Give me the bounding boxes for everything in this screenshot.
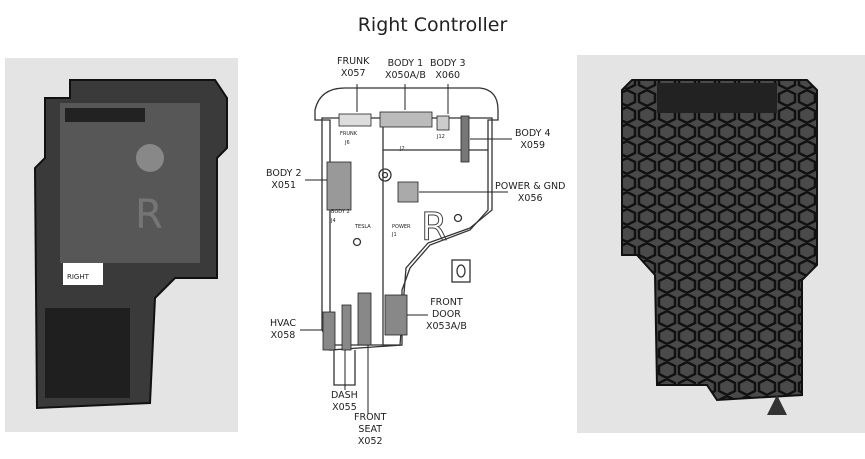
label-name: BODY 2 <box>266 168 302 179</box>
board-j2: J2 <box>399 146 405 152</box>
label-code: X059 <box>520 140 546 151</box>
label-name: SEAT <box>358 424 383 435</box>
label-code: X060 <box>435 70 461 81</box>
label-name: DOOR <box>431 309 461 320</box>
right-controller-photo <box>577 55 865 433</box>
label-code: X052 <box>357 436 383 447</box>
label-code: X056 <box>517 193 543 204</box>
board-power: POWER <box>392 224 411 230</box>
board-frunk: FRUNK <box>340 131 358 137</box>
label-code: X051 <box>271 180 297 191</box>
board-j1: J1 <box>391 232 397 238</box>
label-name: BODY 1 <box>387 58 424 69</box>
label-name: FRONT <box>430 297 463 308</box>
right-sticker: RIGHT <box>67 273 90 281</box>
label-name: HVAC <box>270 318 296 329</box>
label-code: X055 <box>332 402 357 413</box>
left-controller-shape: RIGHT R <box>33 79 228 410</box>
label-name: POWER & GND <box>495 181 566 192</box>
svg-text:R: R <box>135 192 163 238</box>
board-j6: J6 <box>344 140 350 146</box>
left-controller-photo: RIGHT R <box>5 58 238 432</box>
label-code: X053A/B <box>426 321 467 332</box>
leader-lines <box>300 84 512 414</box>
board-body2: BODY 2 <box>331 209 350 215</box>
label-code: X058 <box>270 330 296 341</box>
label-name: BODY 3 <box>430 58 466 69</box>
r-mark: R <box>421 205 447 249</box>
label-code: X050A/B <box>385 70 426 81</box>
board-j4: J4 <box>330 218 336 224</box>
board-j12: J12 <box>436 134 445 140</box>
label-name: FRUNK <box>337 56 370 67</box>
right-controller-shape <box>621 79 818 415</box>
label-code: X057 <box>340 68 366 79</box>
label-name: FRONT <box>354 412 387 423</box>
board-tesla: TESLA <box>354 224 371 230</box>
label-name: DASH <box>331 390 358 401</box>
label-name: BODY 4 <box>515 128 551 139</box>
page-title: Right Controller <box>357 14 508 36</box>
